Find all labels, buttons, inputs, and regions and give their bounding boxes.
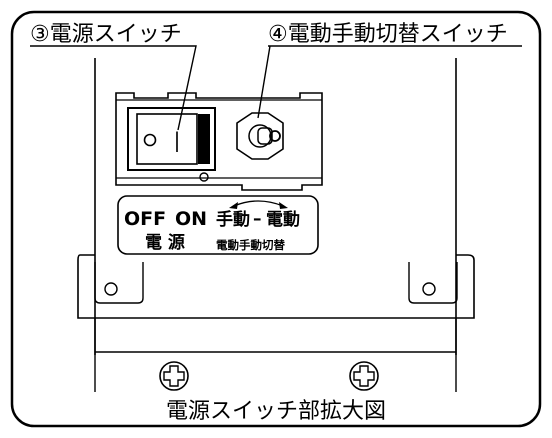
flange-hole-right [422,282,436,296]
flange-hole-left [104,282,118,296]
on-label: ON [175,208,207,230]
mounting-flange [77,254,475,319]
indicator-screw [199,172,209,182]
manual-label: 手動 [216,209,250,230]
screw-left [159,361,189,391]
toggle-mode-switch [236,112,284,160]
callout-power-line [30,45,197,131]
rocker-shadow [198,114,210,164]
power-switch-label: ③電源スイッチ [30,22,182,47]
mode-switch-label: ④電動手動切替スイッチ [268,22,508,47]
flange-slot-left [94,262,144,304]
off-label: OFF [124,208,166,230]
rocker-power-switch: | [127,107,216,171]
mode-caption: 電動手動切替 [216,238,285,252]
rocker-on-mark: | [174,128,181,152]
mode-arrow-icon [229,200,288,209]
diagram-caption: 電源スイッチ部拡大図 [166,399,386,424]
flange-slot-right [408,262,458,304]
mode-dash: – [253,209,262,229]
label-plate [117,195,319,255]
power-label: 電 源 [145,232,185,253]
screw-right [349,361,379,391]
switch-bezel [115,92,323,191]
callout-mode-leader [257,45,271,119]
rocker-off-mark [143,133,157,147]
electric-label: 電動 [266,209,300,230]
